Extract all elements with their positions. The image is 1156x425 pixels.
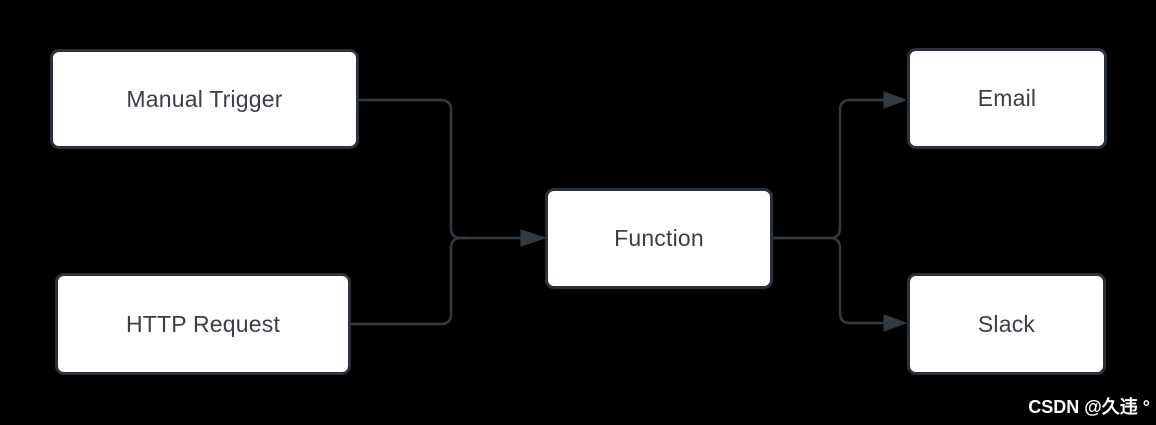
node-function[interactable]: Function — [545, 188, 773, 289]
node-function-label: Function — [614, 225, 704, 251]
node-email-label: Email — [977, 85, 1037, 111]
node-slack[interactable]: Slack — [907, 273, 1106, 375]
edge-function-to-email — [773, 98, 884, 240]
edge-http-request-to-function — [350, 236, 468, 326]
edge-manual-trigger-to-function — [358, 98, 521, 240]
node-manual-trigger-label: Manual Trigger — [126, 85, 283, 112]
node-email[interactable]: Email — [907, 48, 1107, 149]
arrowhead-into-email — [883, 91, 907, 109]
watermark: CSDN @久违 ° — [1028, 397, 1150, 417]
node-manual-trigger[interactable]: Manual Trigger — [50, 49, 359, 149]
node-http-request[interactable]: HTTP Request — [55, 273, 351, 375]
arrowhead-into-function — [520, 229, 546, 247]
edge-function-to-slack — [773, 236, 884, 325]
arrowhead-into-slack — [883, 314, 907, 332]
node-http-request-label: HTTP Request — [125, 310, 281, 337]
node-slack-label: Slack — [977, 310, 1036, 337]
